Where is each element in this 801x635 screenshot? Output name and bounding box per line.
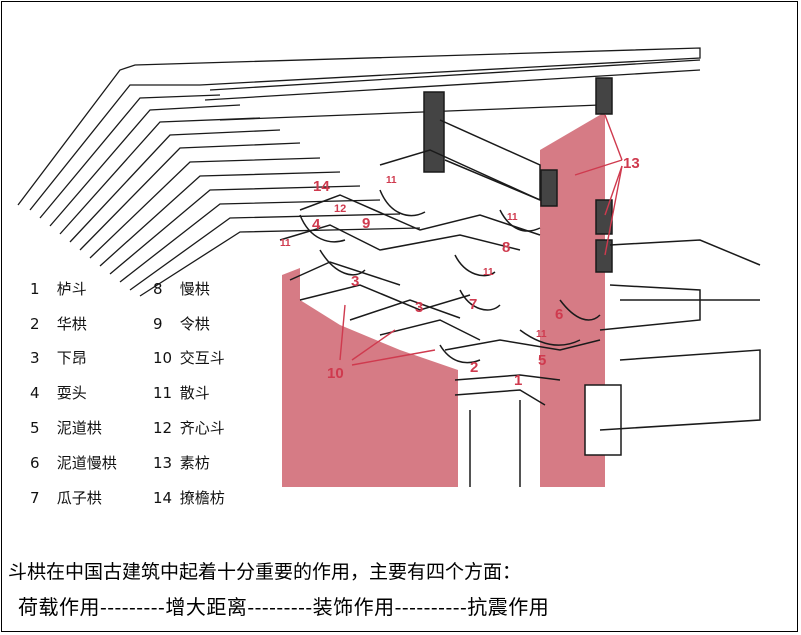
leader-10-a bbox=[339, 304, 346, 361]
legend-item: 2 华栱 bbox=[30, 315, 87, 333]
roof-rafters bbox=[17, 47, 701, 297]
legend-item: 12 齐心斗 bbox=[153, 419, 225, 437]
callout-11-top: 11 bbox=[386, 175, 397, 186]
leader-13-b bbox=[604, 114, 623, 161]
leader-13-d bbox=[604, 165, 623, 256]
callout-7: 7 bbox=[469, 296, 477, 313]
beam-end-top-right bbox=[595, 77, 613, 115]
caption-line-2: 荷载作用---------增大距离---------装饰作用----------… bbox=[18, 595, 550, 619]
callout-11-mid: 11 bbox=[507, 212, 518, 223]
callout-12: 12 bbox=[334, 203, 346, 215]
callout-3b: 3 bbox=[415, 299, 423, 316]
callout-13: 13 bbox=[623, 155, 640, 172]
leader-13-c bbox=[604, 165, 623, 216]
leader-13-a bbox=[574, 159, 623, 176]
beam-end-bottom bbox=[584, 384, 622, 456]
callout-10: 10 bbox=[327, 365, 344, 382]
callout-4: 4 bbox=[312, 216, 321, 233]
callout-9: 9 bbox=[362, 215, 370, 232]
caption-line-1: 斗栱在中国古建筑中起着十分重要的作用，主要有四个方面： bbox=[8, 561, 522, 583]
legend-item: 5 泥道栱 bbox=[30, 419, 102, 437]
leader-10-c bbox=[351, 349, 436, 366]
callout-1: 1 bbox=[514, 372, 522, 389]
beam-end-top-center bbox=[423, 91, 445, 173]
legend-item: 4 耍头 bbox=[30, 384, 87, 402]
beam-ends bbox=[423, 77, 622, 456]
callout-numbers: 1 2 3 3 4 5 6 7 8 9 10 12 13 14 11 11 11… bbox=[280, 155, 640, 389]
legend-item: 9 令栱 bbox=[153, 315, 210, 333]
callout-6: 6 bbox=[555, 306, 563, 323]
legend-item: 3 下昂 bbox=[30, 349, 87, 367]
legend-item: 8 慢栱 bbox=[153, 280, 210, 298]
leader-10-b bbox=[351, 329, 396, 361]
beam-end-mid-right bbox=[540, 169, 558, 207]
legend-item: 10 交互斗 bbox=[153, 349, 225, 367]
highlight-left-column bbox=[282, 268, 458, 487]
beam-end-lower-right-b bbox=[595, 239, 613, 273]
legend-item: 13 素枋 bbox=[153, 454, 210, 472]
callout-2: 2 bbox=[470, 359, 478, 376]
legend-item: 14 撩檐枋 bbox=[153, 489, 225, 507]
callout-3a: 3 bbox=[351, 273, 359, 290]
legend-item: 6 泥道慢栱 bbox=[30, 454, 117, 472]
callout-11-left: 11 bbox=[280, 238, 291, 249]
legend-item: 1 栌斗 bbox=[30, 280, 87, 298]
callout-11-right: 11 bbox=[536, 329, 547, 340]
leader-lines bbox=[339, 114, 623, 366]
callout-8: 8 bbox=[502, 239, 510, 256]
callout-14: 14 bbox=[313, 178, 330, 195]
legend-item: 7 瓜子栱 bbox=[30, 489, 102, 507]
legend-item: 11 散斗 bbox=[153, 384, 210, 402]
bracket-set bbox=[279, 119, 761, 487]
callout-11-center: 11 bbox=[483, 267, 494, 278]
callout-5: 5 bbox=[538, 352, 546, 369]
